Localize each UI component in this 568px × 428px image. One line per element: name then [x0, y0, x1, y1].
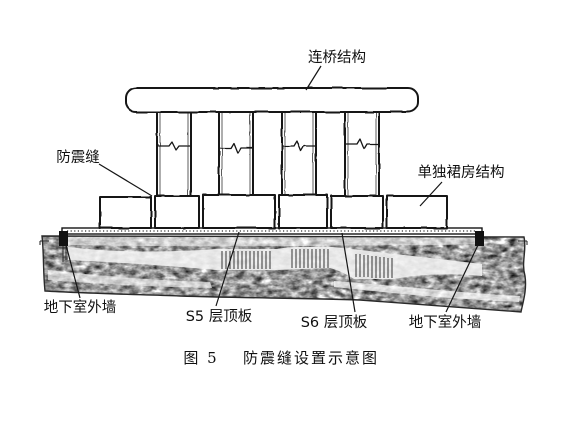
caption-number: 图 5	[183, 349, 218, 367]
label-s6-roof-slab: S6 层顶板	[301, 313, 368, 331]
leader-basement-wall-left	[65, 244, 81, 299]
lower-floor-columns-hatch	[355, 254, 393, 278]
podium-block	[330, 195, 384, 229]
podium-block	[278, 194, 328, 229]
under-slab-band	[66, 236, 478, 247]
tower-column	[281, 107, 317, 198]
podium-block	[386, 195, 448, 229]
edge-tick-left	[39, 240, 49, 245]
basement-space	[68, 247, 482, 279]
column-sketch-lines	[159, 112, 377, 195]
label-separate-podium: 单独裙房结构	[418, 164, 505, 181]
label-bridge-structure: 连桥结构	[308, 49, 366, 66]
superstructure	[99, 87, 448, 229]
figure-caption: 图 5 防震缝设置示意图	[183, 349, 379, 367]
tower-column	[344, 107, 380, 198]
basement-wall-right	[475, 231, 484, 246]
podium-block	[154, 195, 200, 229]
podium-block	[202, 194, 276, 229]
tower-column	[218, 107, 254, 198]
leader-s6-roof-slab	[341, 232, 356, 313]
ground-outline	[41, 235, 527, 313]
label-basement-wall-right: 地下室外墙	[409, 314, 482, 331]
basement-ground	[39, 235, 528, 313]
tower-columns	[156, 107, 380, 198]
leader-seismic-joint	[98, 163, 153, 197]
caption-title: 防震缝设置示意图	[243, 349, 379, 367]
leader-basement-wall-right	[445, 244, 479, 313]
podium-block	[99, 196, 152, 229]
leader-separate-podium	[419, 181, 443, 207]
ground-streak-right	[334, 281, 520, 302]
podium-blocks	[99, 194, 448, 229]
column-break-marks	[157, 138, 379, 154]
bridge-beam	[125, 87, 419, 113]
s6-floor-columns-hatch	[291, 249, 329, 268]
basement-wall-left	[59, 231, 68, 246]
tower-column	[156, 107, 192, 198]
column-break-mark	[157, 141, 191, 151]
basement-wall-line-left	[62, 246, 67, 262]
edge-tick-right	[518, 240, 528, 245]
leader-s5-roof-slab	[215, 231, 240, 307]
label-basement-wall-left: 地下室外墙	[44, 299, 117, 316]
column-break-mark	[282, 140, 316, 152]
column-break-mark	[219, 142, 253, 154]
label-s5-roof-slab: S5 层顶板	[186, 307, 253, 325]
leader-lines	[65, 65, 479, 313]
leader-bridge-structure	[305, 65, 322, 91]
label-seismic-joint: 防震缝	[56, 149, 100, 166]
ground-streak-left	[48, 270, 212, 288]
column-break-mark	[345, 138, 379, 150]
